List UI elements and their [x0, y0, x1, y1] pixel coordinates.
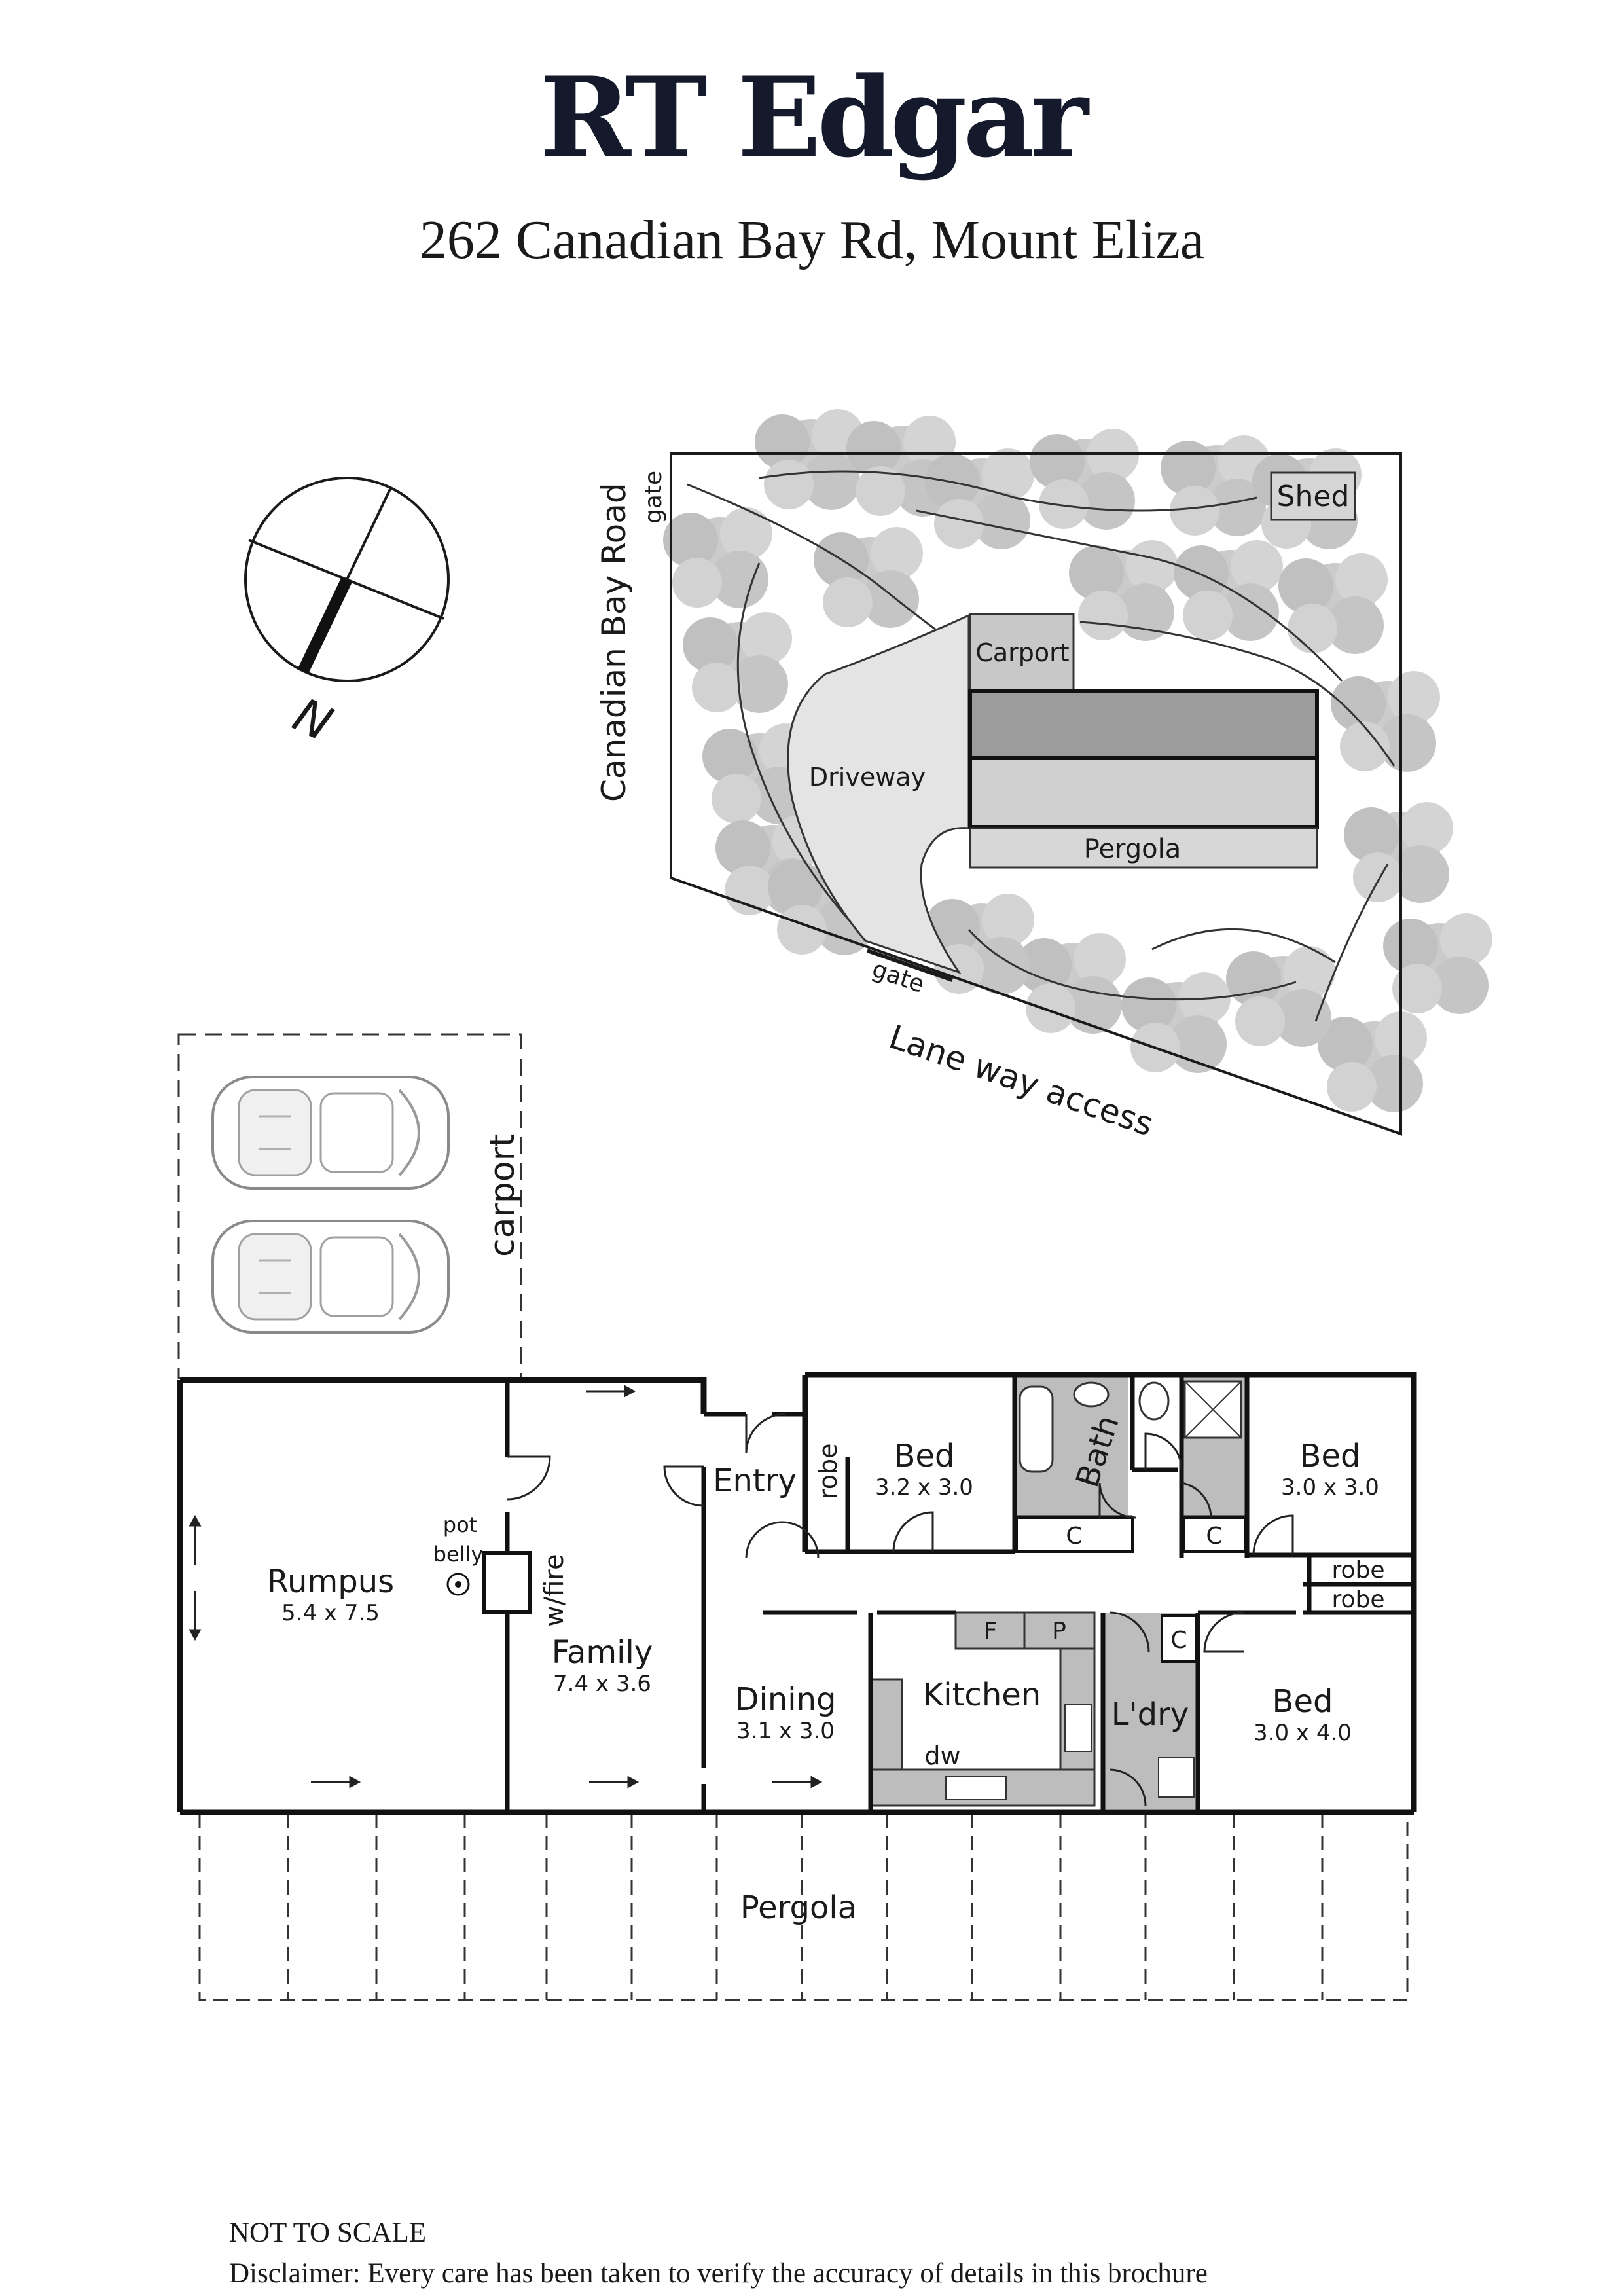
robe-entry-label: robe — [814, 1443, 842, 1499]
property-boundary — [670, 452, 1402, 1136]
pantry-label: P — [1052, 1618, 1066, 1645]
cupboard-laundry — [1161, 1614, 1197, 1663]
kitchen-label: Kitchen — [923, 1677, 1041, 1713]
carport-area: carport — [177, 1033, 522, 1379]
gate-top-label: gate — [640, 471, 667, 524]
cupboard-c-label: C — [1170, 1627, 1187, 1654]
kitchen-bench-left — [869, 1678, 903, 1771]
cupboard-hall — [1182, 1516, 1246, 1553]
gate-bottom-mark — [867, 949, 953, 982]
site-pergola-label: Pergola — [1084, 834, 1182, 864]
road-label: Canadian Bay Road — [595, 483, 633, 802]
site-house-north — [968, 689, 1319, 760]
site-plan: Shed Carport Driveway Pergola Canadian B… — [595, 409, 1492, 1144]
cooktop — [1064, 1704, 1092, 1752]
car-1 — [211, 1076, 450, 1190]
brand-logo: RT Edgar — [539, 52, 1089, 182]
robe-a-label: robe — [1331, 1557, 1384, 1584]
scale-note: NOT TO SCALE — [229, 2217, 427, 2248]
site-carport-label: Carport — [975, 638, 1069, 667]
belly-label: belly — [433, 1542, 484, 1567]
bed1-size: 3.2 x 3.0 — [875, 1474, 973, 1501]
dishwasher-label: dw — [924, 1741, 960, 1770]
carport-label: carport — [483, 1134, 522, 1257]
bed2-label: Bed — [1300, 1438, 1361, 1474]
fridge-label: F — [984, 1618, 998, 1645]
rumpus-size: 5.4 x 7.5 — [281, 1600, 380, 1626]
rumpus-label: Rumpus — [267, 1563, 394, 1600]
driveway — [787, 613, 970, 974]
cupboard-bed1 — [1015, 1516, 1134, 1553]
compass-north-pointer — [297, 577, 353, 674]
footer-notes: NOT TO SCALE Disclaimer: Every care has … — [229, 2213, 1208, 2295]
toilet — [1138, 1381, 1170, 1421]
robe-b-label: robe — [1331, 1586, 1384, 1613]
fireplace — [482, 1551, 532, 1614]
dining-size: 3.1 x 3.0 — [736, 1718, 835, 1744]
compass-circle — [244, 477, 450, 682]
laundry-tub — [1158, 1757, 1195, 1798]
entry-label: Entry — [713, 1463, 797, 1499]
family-size: 7.4 x 3.6 — [553, 1671, 651, 1697]
site-driveway-label: Driveway — [809, 763, 926, 792]
site-shed-label: Shed — [1277, 480, 1350, 513]
dining-label: Dining — [735, 1681, 837, 1718]
bed2-size: 3.0 x 3.0 — [1281, 1474, 1379, 1501]
laundry-label: L'dry — [1111, 1696, 1189, 1733]
wood-fire-label: w/fire — [539, 1554, 569, 1627]
compass-north-label: N — [285, 687, 340, 752]
car-2 — [211, 1220, 450, 1334]
property-address: 262 Canadian Bay Rd, Mount Eliza — [419, 210, 1205, 270]
laneway-label: Lane way access — [884, 1018, 1158, 1144]
disclaimer: Disclaimer: Every care has been taken to… — [229, 2258, 1208, 2289]
compass: N — [244, 477, 450, 752]
site-house-south — [968, 756, 1319, 829]
pergola-label: Pergola — [740, 1889, 857, 1926]
kitchen-sink — [945, 1776, 1007, 1800]
doors — [507, 1413, 1294, 1806]
cupboard-a-label: C — [1066, 1523, 1082, 1550]
exterior-walls — [177, 1372, 1417, 1815]
basin — [1073, 1381, 1110, 1408]
bed3-label: Bed — [1272, 1683, 1333, 1720]
bed1-label: Bed — [894, 1438, 955, 1474]
family-label: Family — [552, 1634, 653, 1671]
bed3-size: 3.0 x 4.0 — [1254, 1720, 1352, 1746]
cupboard-b-label: C — [1206, 1523, 1222, 1550]
pergola-area — [198, 1813, 1409, 2001]
pergola-outline — [198, 1813, 1409, 2001]
carport-outline — [177, 1033, 522, 1379]
sliding-door-markers — [189, 1385, 823, 1789]
site-pergola — [969, 827, 1318, 869]
house-floor-plan: Rumpus 5.4 x 7.5 Family 7.4 x 3.6 Dining… — [177, 1372, 1417, 1926]
site-shed — [1270, 471, 1356, 521]
bathtub — [1019, 1385, 1054, 1473]
pot-label: pot — [443, 1512, 477, 1537]
